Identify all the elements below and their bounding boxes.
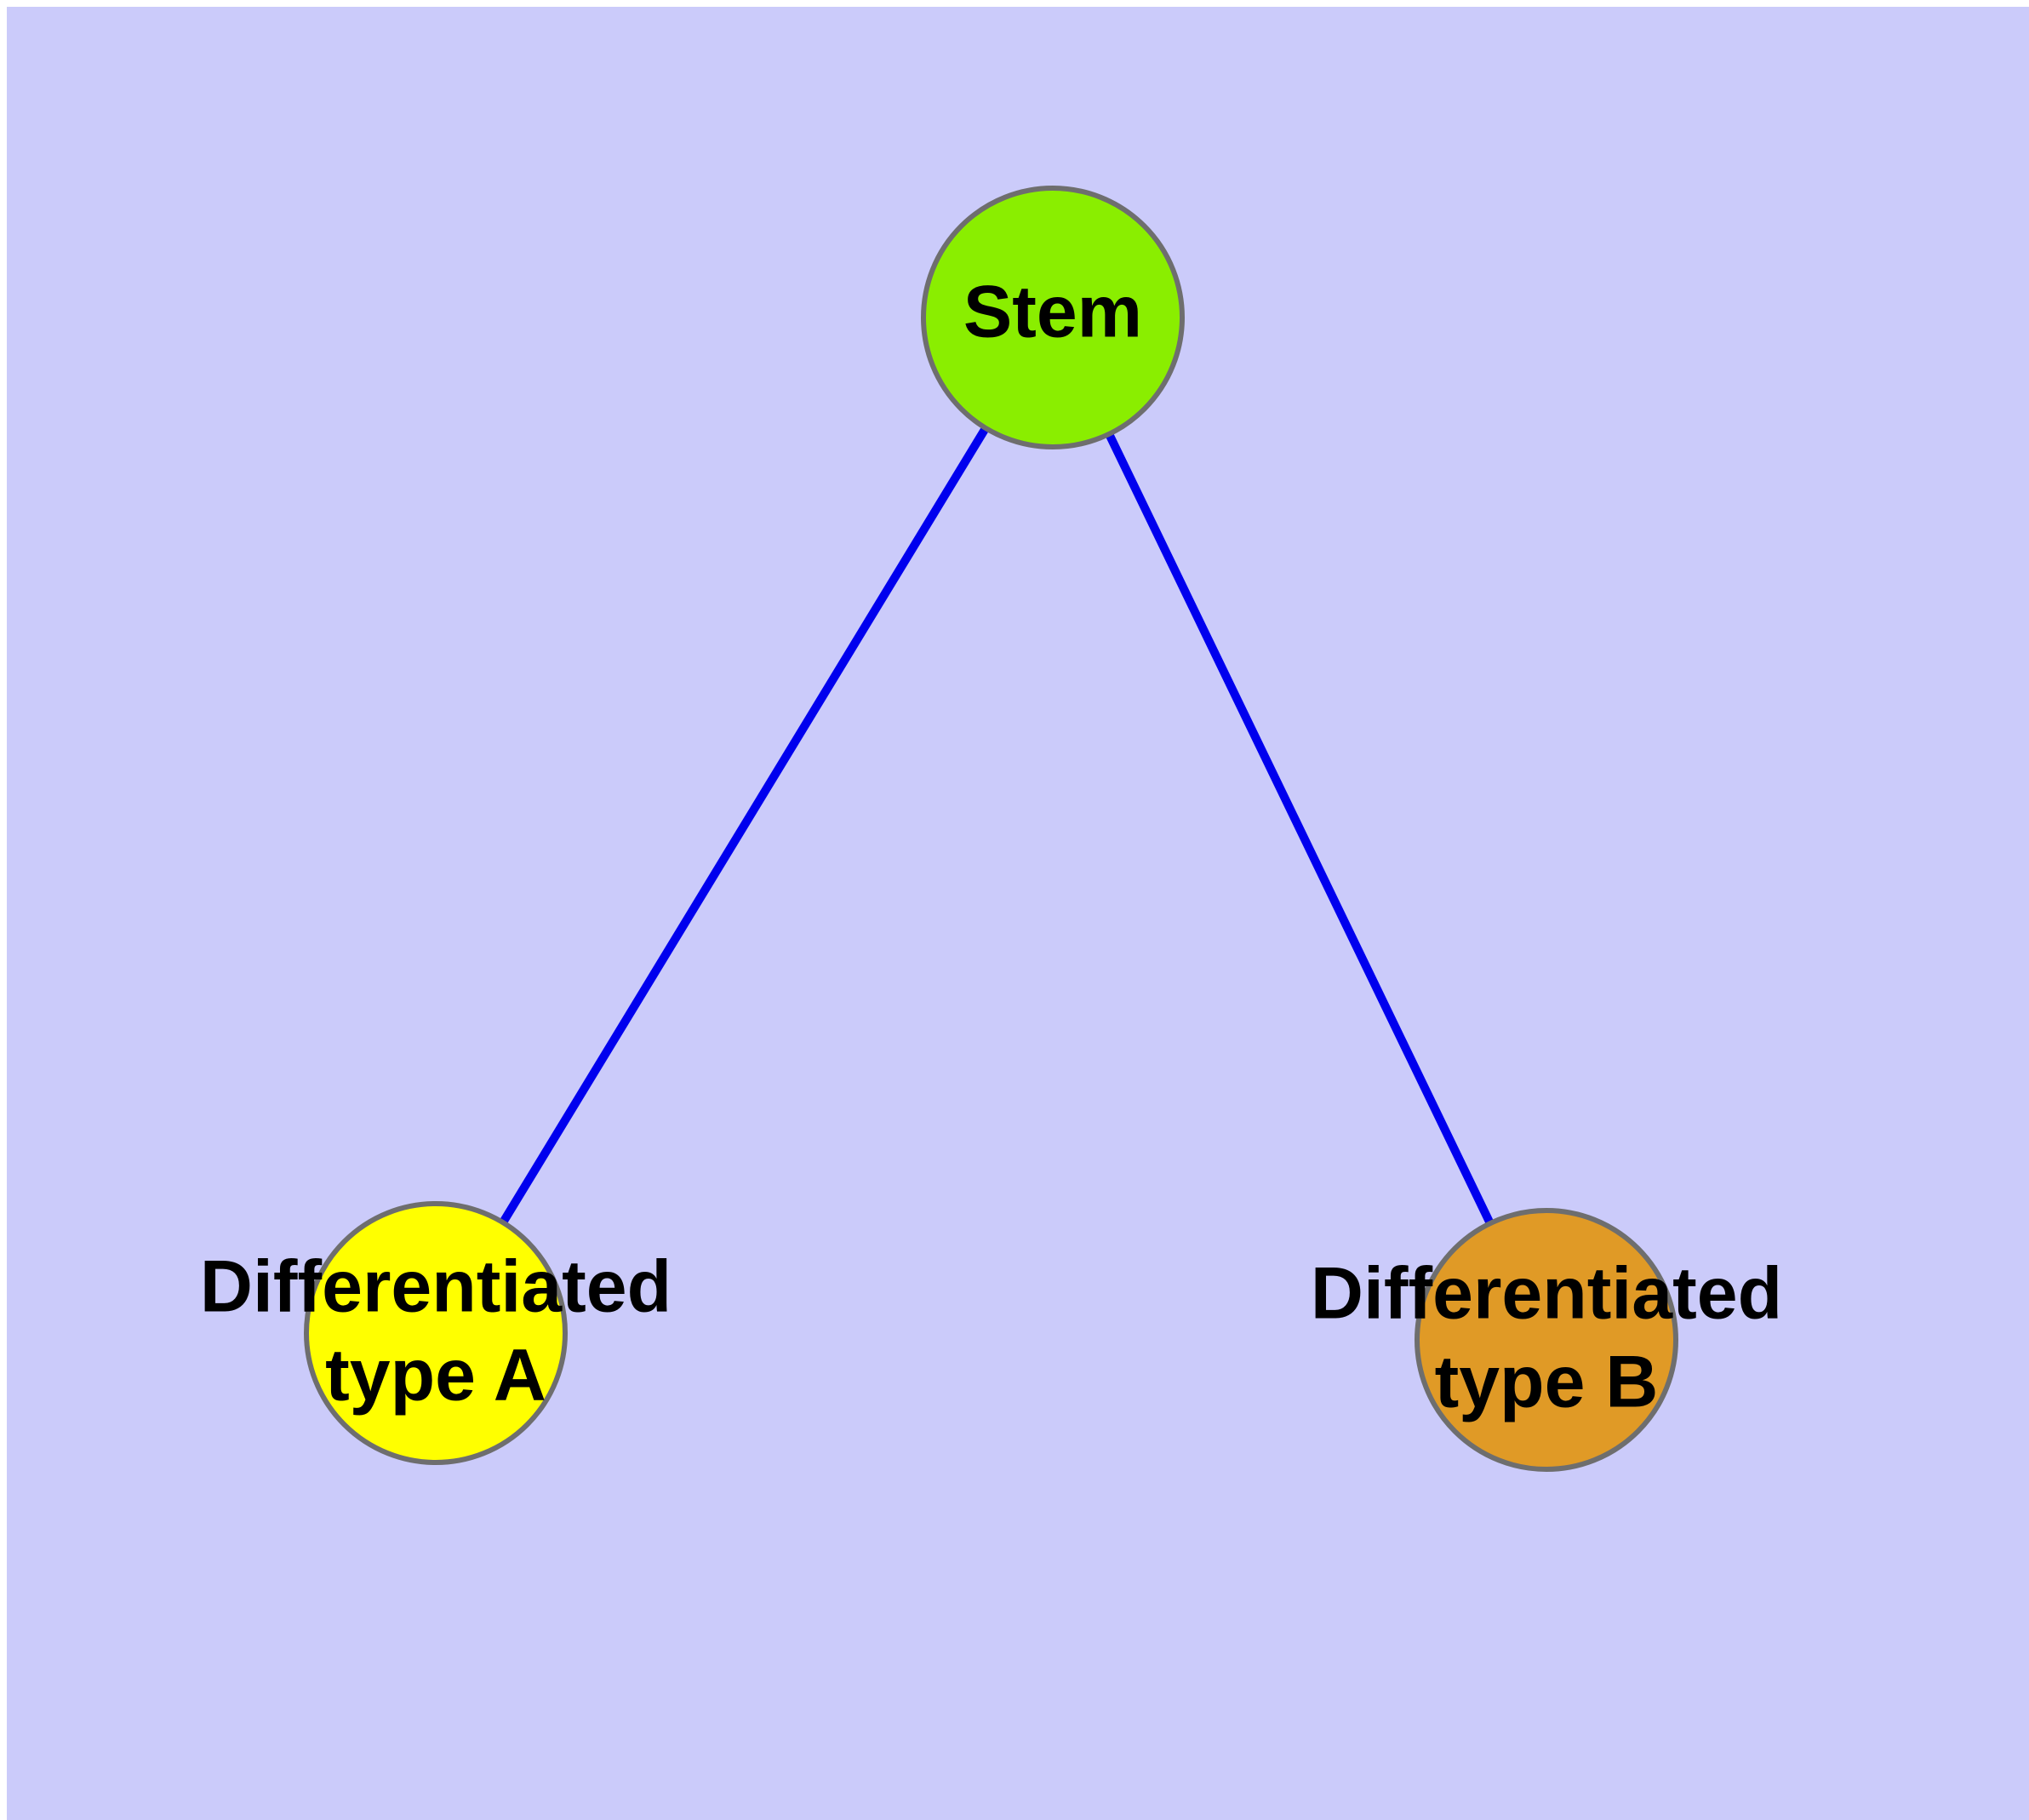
node-differentiated-type-a-circle[interactable] [304,1201,568,1465]
edge-stem-to-differentiated-type-a[interactable] [432,315,1057,1336]
node-differentiated-type-b-label-line1: Differentiated [1311,1253,1782,1335]
node-differentiated-type-a-label-line2: type A [325,1335,546,1417]
node-differentiated-type-a-label-line1: Differentiated [200,1246,672,1328]
edge-layer [432,315,1551,1342]
node-stem-circle[interactable] [921,186,1185,449]
node-differentiated-type-b[interactable] [1415,1208,1678,1472]
node-stem-label: Stem [963,272,1142,353]
node-layer [304,186,1678,1472]
node-differentiated-type-a[interactable] [304,1201,568,1465]
node-differentiated-type-b-circle[interactable] [1415,1208,1678,1472]
label-layer: Stem Differentiated type A Differentiate… [200,272,1782,1423]
node-stem[interactable] [921,186,1185,449]
node-differentiated-type-b-label-line2: type B [1435,1342,1659,1423]
edge-stem-to-differentiated-type-b[interactable] [1049,315,1551,1342]
